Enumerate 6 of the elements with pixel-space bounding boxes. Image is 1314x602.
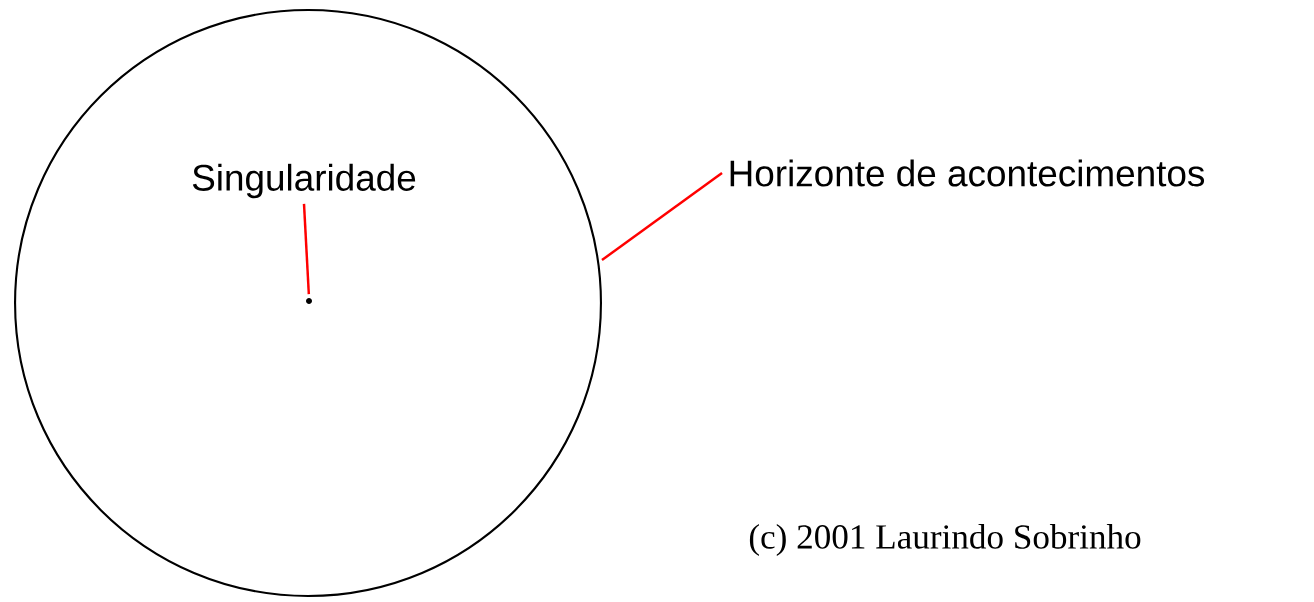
horizon-circle [14, 9, 602, 597]
node-label: Singularidade [192, 163, 416, 199]
leader-line [302, 203, 311, 295]
node-label: Horizonte de acontecimentos [730, 159, 1205, 187]
leader-line [601, 172, 723, 262]
copyright-note: (c) 2001 Laurindo Sobrinho [749, 524, 1141, 556]
